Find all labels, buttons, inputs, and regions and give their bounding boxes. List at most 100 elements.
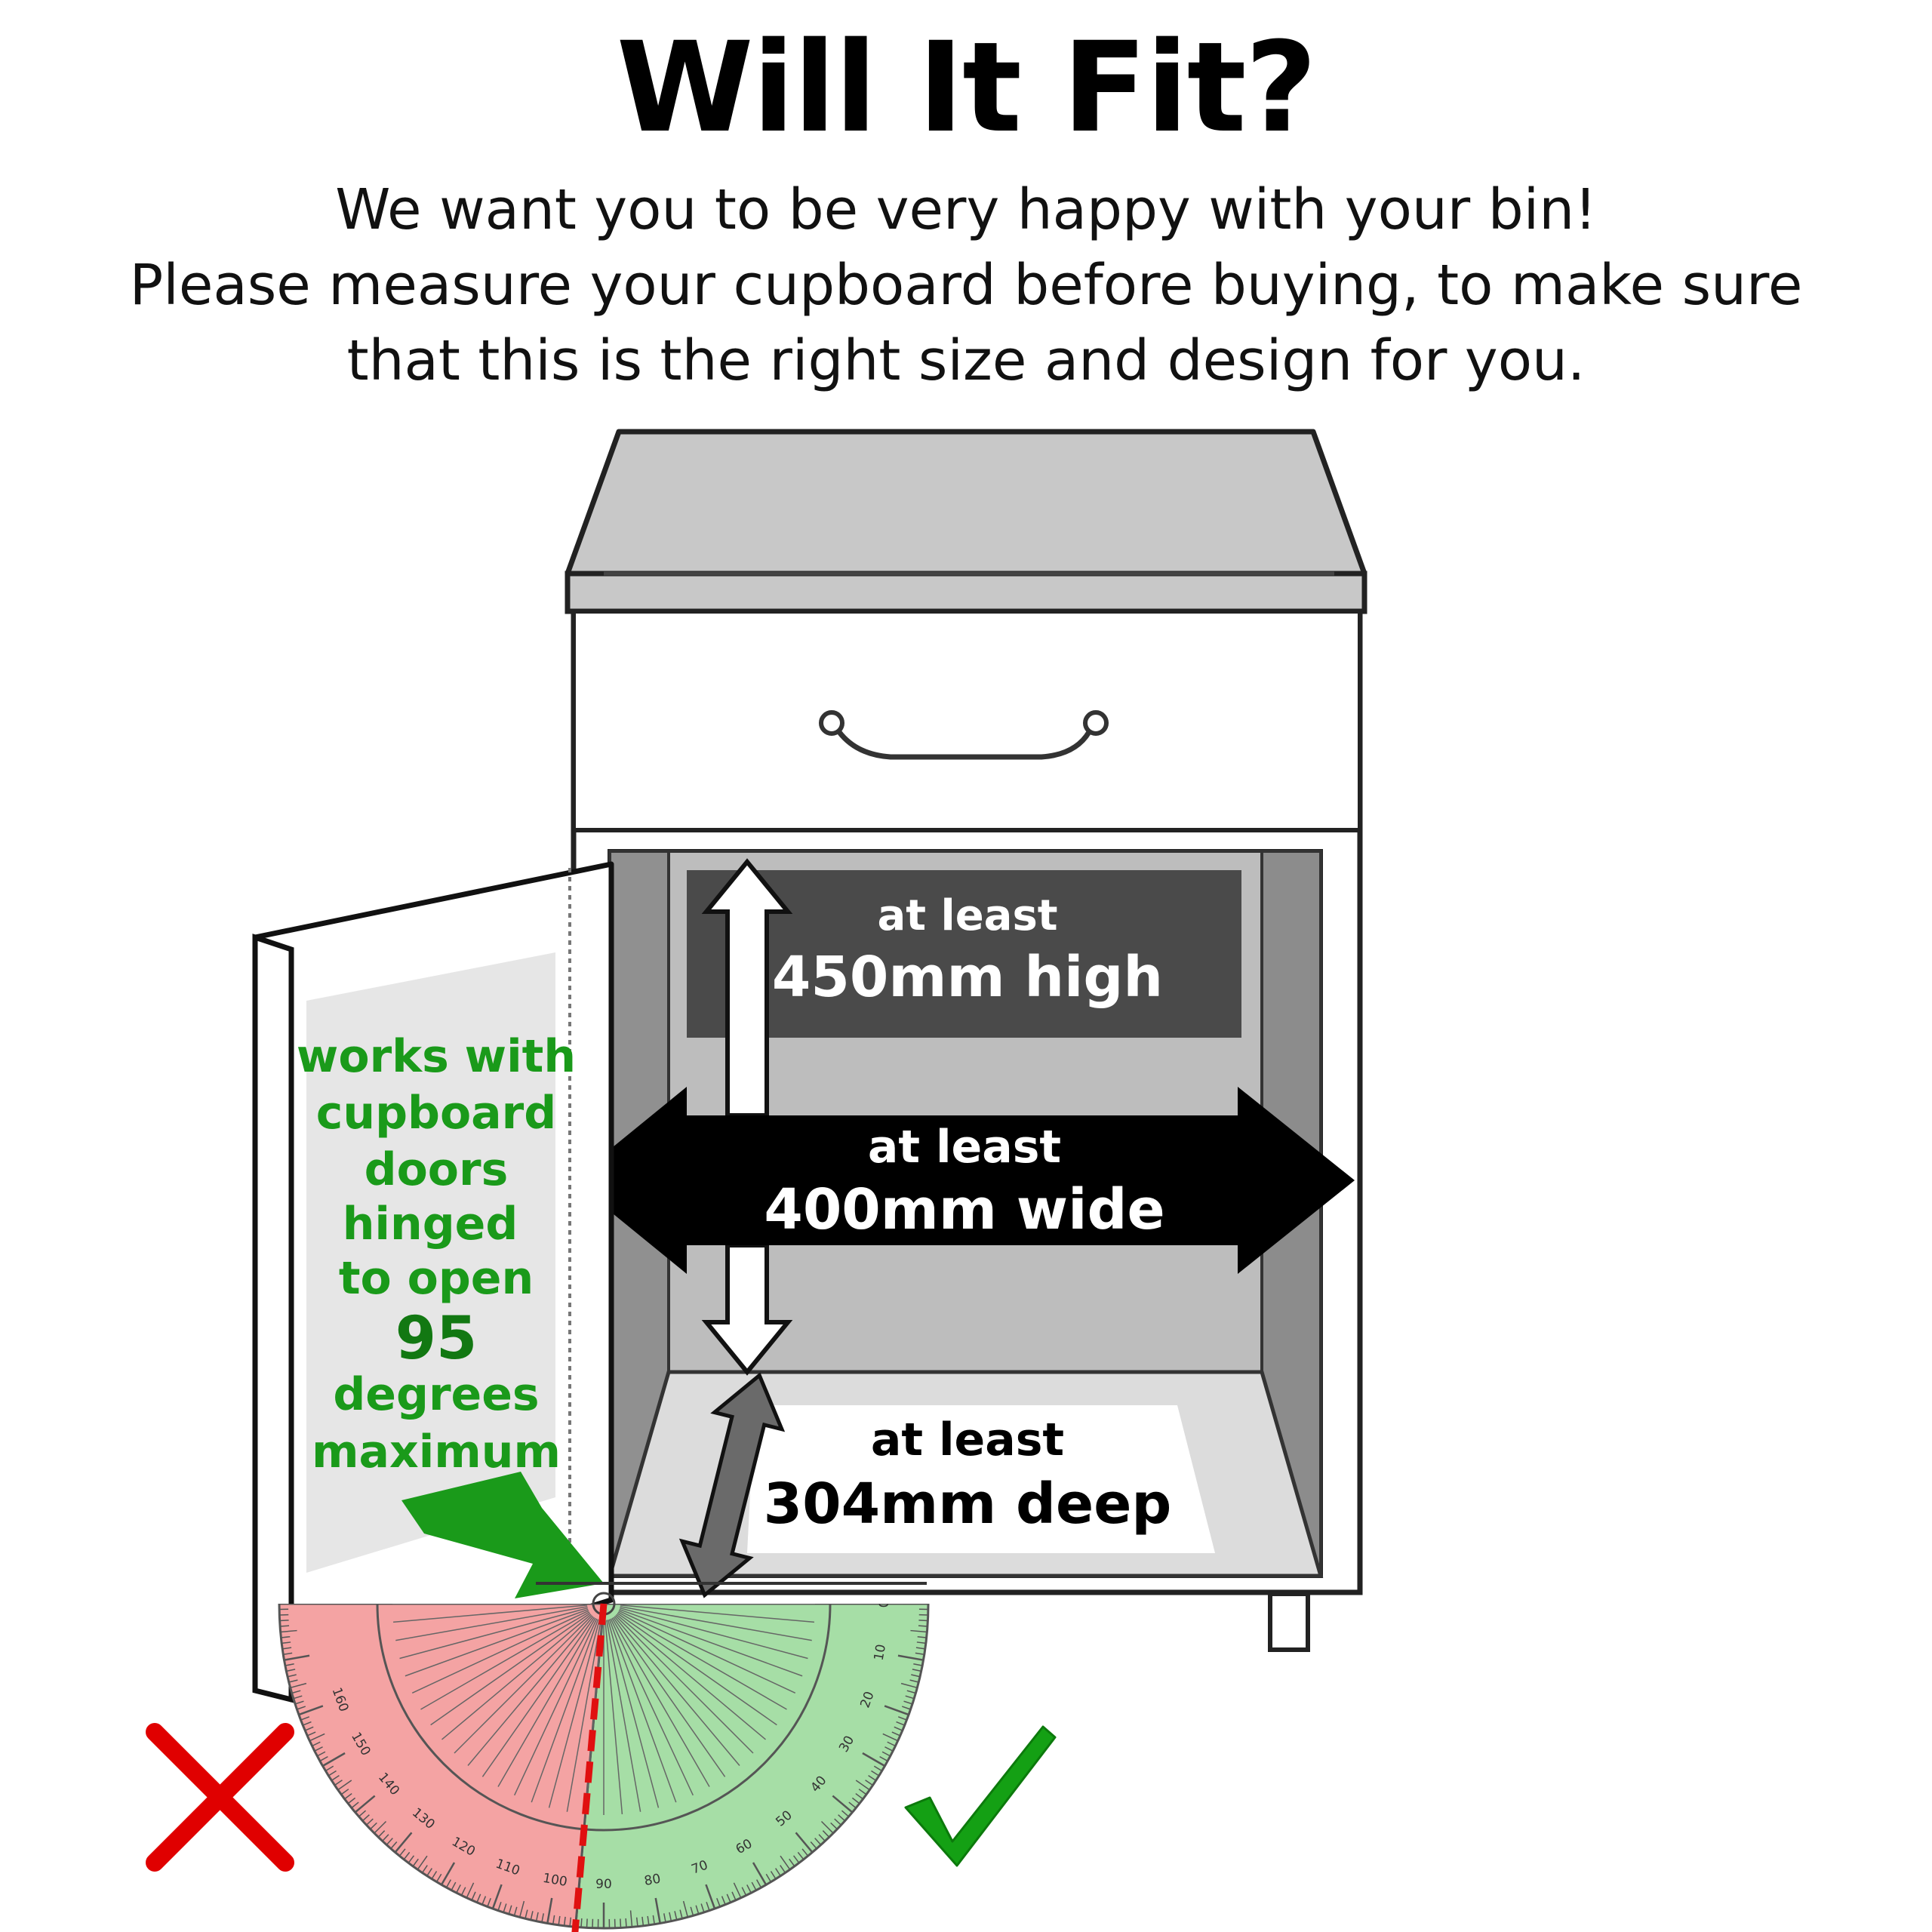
protractor-tick — [770, 1871, 777, 1880]
protractor-ray — [513, 1618, 598, 1796]
door-note-line-3: doors — [365, 1143, 509, 1196]
protractor-tick — [361, 1814, 370, 1822]
protractor-tick — [752, 1862, 768, 1886]
protractor-tick — [431, 1871, 438, 1880]
protractor-tick — [497, 1901, 502, 1911]
height-value: 450mm high — [772, 945, 1163, 1010]
door-note-line-4: hinged — [343, 1198, 518, 1251]
protractor-tick — [337, 1780, 352, 1791]
protractor-tick — [460, 1887, 466, 1896]
protractor-tick — [851, 1797, 860, 1804]
protractor-ray — [618, 1610, 796, 1694]
protractor-tick — [491, 1884, 503, 1909]
protractor-tick — [340, 1789, 349, 1795]
subtitle-line-2: Please measure your cupboard before buyi… — [129, 253, 1803, 318]
protractor-tick — [897, 1654, 924, 1661]
protractor-tick — [530, 1911, 534, 1921]
protractor-tick — [476, 1894, 481, 1903]
protractor-tick — [871, 1770, 880, 1777]
page-subtitle: We want you to be very happy with your b… — [0, 172, 1932, 398]
protractor-tick — [721, 1896, 726, 1905]
protractor-tick — [679, 1909, 683, 1919]
protractor-tick — [284, 1654, 310, 1661]
protractor-tick — [896, 1721, 905, 1726]
protractor-tick — [279, 1620, 289, 1622]
protractor-tick — [328, 1770, 337, 1777]
protractor-tick — [552, 1915, 555, 1924]
door-note-line-6: degrees — [333, 1368, 539, 1421]
protractor-tick — [344, 1792, 352, 1800]
protractor-tick — [290, 1682, 307, 1689]
protractor-tick — [674, 1911, 678, 1921]
protractor-tick — [334, 1780, 343, 1786]
protractor-tick — [682, 1900, 689, 1918]
protractor-ray — [481, 1617, 595, 1777]
protractor-tick — [873, 1765, 882, 1772]
protractor-tick — [775, 1868, 781, 1877]
protractor-tick — [887, 1741, 896, 1747]
protractor-tick — [366, 1818, 374, 1826]
protractor-tick — [294, 1700, 304, 1705]
protractor-tick — [913, 1663, 923, 1666]
protractor-tick — [789, 1858, 795, 1867]
protractor-tick — [654, 1897, 661, 1924]
protractor-ray — [430, 1613, 591, 1726]
protractor-tick — [901, 1706, 911, 1710]
protractor-ray — [605, 1620, 623, 1814]
protractor-ray — [497, 1617, 596, 1787]
protractor-tick — [912, 1669, 921, 1672]
protractor-ray — [620, 1607, 808, 1660]
protractor-tick — [508, 1905, 512, 1915]
protractor-tick — [291, 1690, 301, 1694]
protractor-tick — [629, 1910, 633, 1927]
protractor-tick — [398, 1848, 406, 1857]
protractor-tick — [286, 1669, 296, 1672]
protractor-ray — [620, 1604, 814, 1623]
protractor-ray — [420, 1611, 590, 1710]
protractor-tick — [298, 1705, 324, 1716]
protractor-tick — [918, 1620, 928, 1622]
protractor-tick — [865, 1780, 873, 1786]
protractor-tick — [471, 1891, 476, 1901]
protractor-tick — [884, 1705, 909, 1716]
protractor-tick — [370, 1822, 377, 1830]
protractor-tick — [525, 1909, 528, 1919]
protractor-tick — [855, 1780, 870, 1791]
protractor-tick — [558, 1915, 561, 1925]
protractor-tick — [487, 1897, 491, 1907]
protractor-ray — [611, 1617, 710, 1787]
protractor-tick — [451, 1881, 457, 1891]
protractor-ray — [441, 1614, 592, 1740]
protractor-tick — [312, 1741, 321, 1747]
open-door — [252, 861, 614, 1703]
protractor-tick — [868, 1775, 877, 1781]
protractor-tick — [663, 1913, 666, 1923]
protractor-ticks — [279, 1604, 928, 1928]
protractor-tick — [321, 1752, 346, 1767]
protractor-tick — [916, 1641, 926, 1644]
protractor-tick — [288, 1679, 298, 1683]
protractor-tick — [281, 1641, 291, 1644]
protractor-tick — [751, 1881, 757, 1891]
protractor-ray — [566, 1620, 601, 1812]
protractor-tick — [412, 1858, 419, 1867]
protractor-ray — [616, 1614, 766, 1740]
protractor-tick — [647, 1915, 650, 1925]
protractor-ray — [393, 1604, 588, 1623]
protractor-tick — [700, 1903, 705, 1913]
protractor-tick — [841, 1810, 850, 1817]
protractor-tick — [297, 1706, 306, 1710]
protractor-tick — [580, 1918, 583, 1928]
protractor-tick — [705, 1884, 716, 1909]
protractor-tick — [304, 1726, 314, 1731]
protractor-tick — [669, 1912, 672, 1921]
protractor-tick — [801, 1848, 809, 1857]
protractor-tick — [690, 1906, 694, 1916]
protractor-tick — [421, 1865, 428, 1873]
protractor-tick — [280, 1629, 297, 1633]
protractor-ray — [617, 1611, 787, 1710]
protractor-tick — [855, 1792, 863, 1800]
protractor-tick — [915, 1647, 925, 1650]
width-arrow: at least 400mm wide — [572, 1087, 1355, 1274]
